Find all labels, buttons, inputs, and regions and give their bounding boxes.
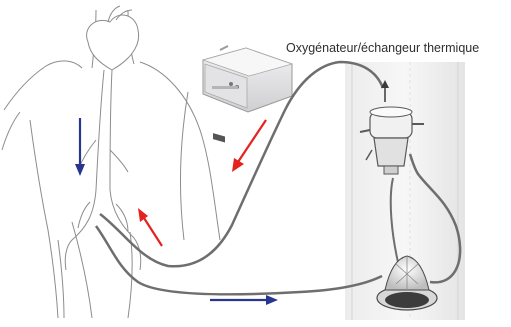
oxygenator-label: Oxygénateur/échangeur thermique xyxy=(286,41,479,55)
venous-flow-arrow-vertical-icon xyxy=(75,118,85,176)
venous-flow-arrow-horizontal-icon xyxy=(210,295,278,305)
heart-icon xyxy=(87,6,139,70)
venous-drainage-tubing xyxy=(96,226,382,294)
heater-cooler-unit-icon xyxy=(203,46,292,143)
arterial-flow-arrow-lower-icon xyxy=(138,208,162,246)
